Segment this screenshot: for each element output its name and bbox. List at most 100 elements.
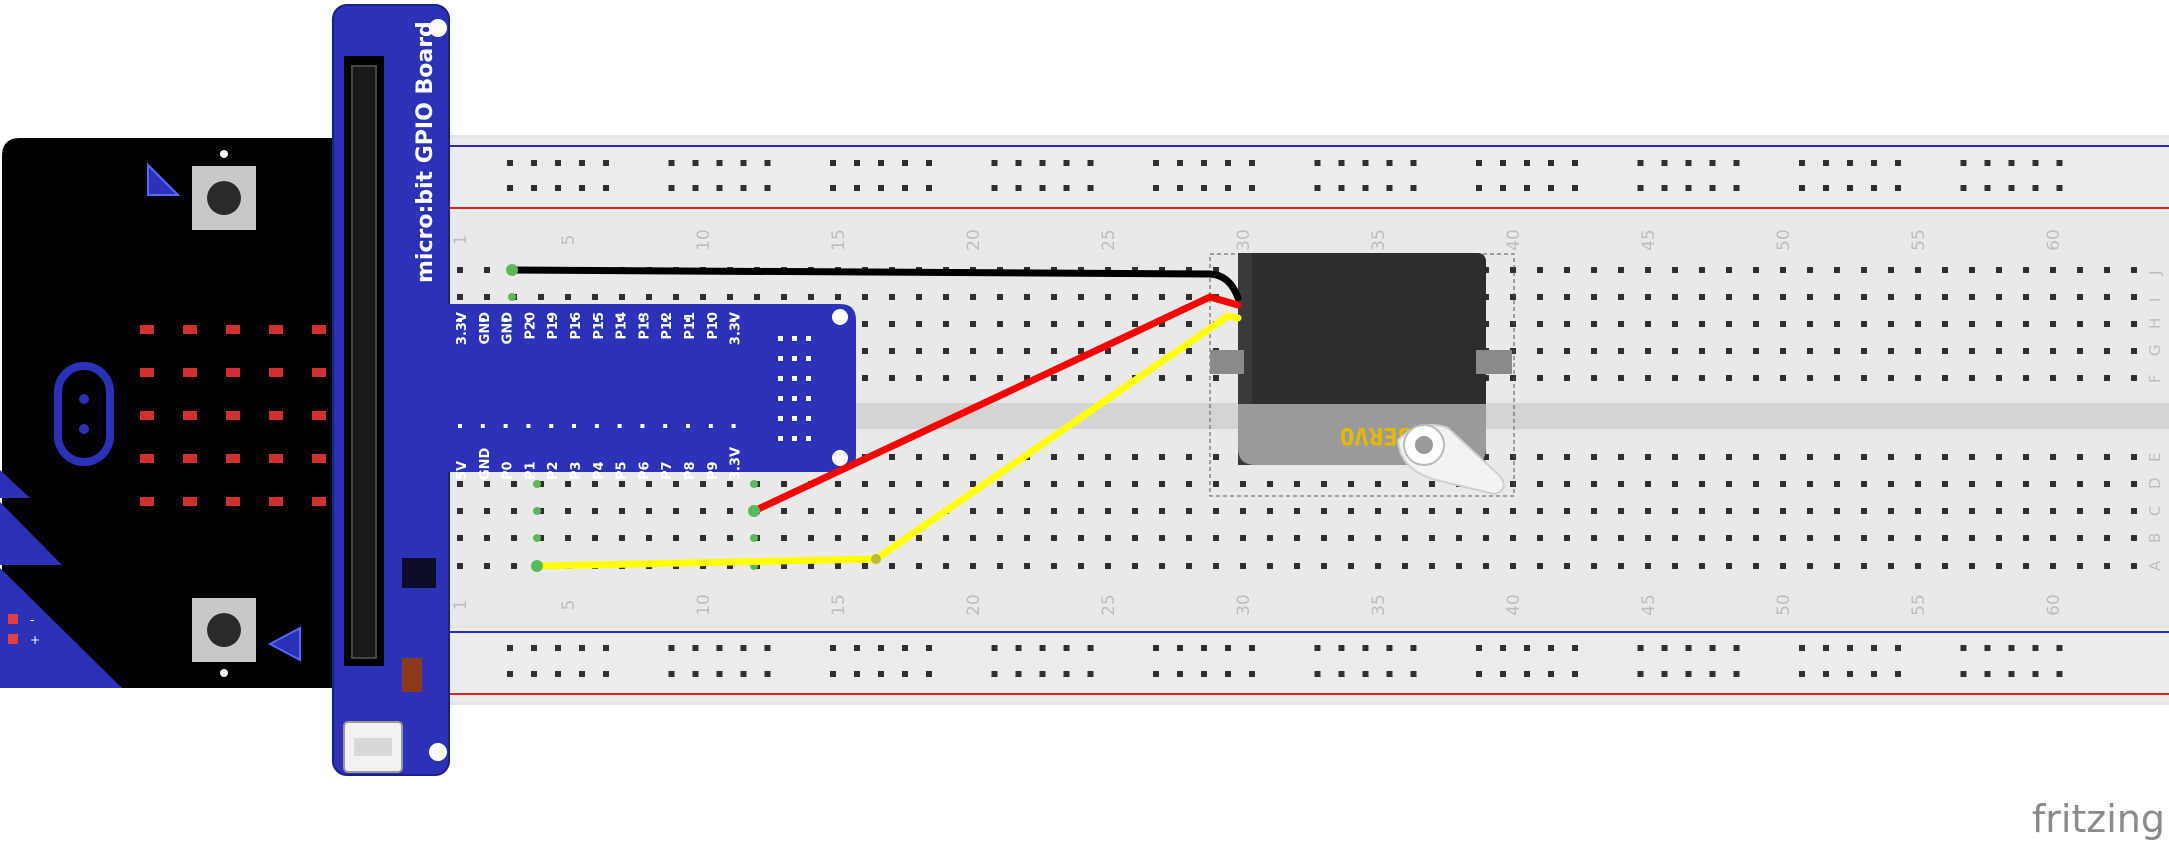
breadboard-hole [1834, 563, 1840, 569]
breadboard-hole [1132, 454, 1138, 460]
rail-hole [1984, 185, 1991, 191]
connected-hole [508, 293, 516, 301]
breadboard-hole [1159, 375, 1165, 381]
signal-wire[interactable] [533, 312, 1242, 570]
header-pin-label: P8 [683, 461, 698, 480]
rail-hole [2056, 671, 2063, 677]
breadboard-hole [1132, 508, 1138, 514]
breadboard-hole [646, 294, 652, 300]
breadboard-hole [1996, 348, 2002, 354]
power-wire[interactable] [750, 293, 1242, 515]
breadboard-hole [943, 454, 949, 460]
breadboard-hole [1348, 508, 1354, 514]
header-pin [640, 318, 645, 322]
breadboard-hole [1726, 267, 1732, 273]
breadboard-hole [484, 508, 490, 514]
rail-hole [603, 185, 609, 191]
breadboard-hole [1915, 375, 1921, 381]
header-pin [572, 318, 576, 322]
breadboard-hole [484, 563, 490, 569]
rail-hole [2008, 645, 2015, 651]
breadboard-hole [1861, 563, 1867, 569]
mount-hole-bottom [429, 743, 447, 761]
breadboard-hole [1672, 535, 1678, 541]
rail-hole [1799, 185, 1805, 191]
led [183, 497, 197, 506]
rail-hole [1314, 671, 1321, 677]
breadboard-hole [1915, 563, 1921, 569]
header-pin [731, 424, 736, 428]
header-pin-label: P4 [592, 461, 607, 480]
breadboard-hole [1726, 321, 1732, 327]
breadboard-hole [1726, 481, 1732, 487]
breadboard-hole [943, 294, 949, 300]
breadboard-hole [1186, 535, 1192, 541]
breadboard-hole [1294, 563, 1300, 569]
breadboard-hole [1159, 508, 1165, 514]
gnd-wire[interactable] [508, 266, 1242, 302]
bottom-rail-holes [507, 645, 2063, 677]
breadboard-hole [916, 563, 922, 569]
rail-hole [1823, 185, 1829, 191]
servo-horn[interactable] [1396, 424, 1505, 496]
header-pin [686, 318, 690, 322]
row-letter: A [2146, 560, 2164, 571]
breadboard-hole [1780, 563, 1786, 569]
breadboard-hole [1591, 535, 1597, 541]
breadboard-hole [1591, 508, 1597, 514]
breadboard-hole [889, 348, 895, 354]
rail-hole [1548, 160, 1554, 166]
rail-hole [1225, 160, 1231, 166]
breadboard-hole [2023, 535, 2029, 541]
edge-connector-mid [0, 502, 62, 565]
breadboard-hole [1024, 535, 1030, 541]
breadboard-hole [1969, 321, 1975, 327]
breadboard-hole [1159, 348, 1165, 354]
breadboard-hole [835, 481, 841, 487]
breadboard-hole [1564, 375, 1570, 381]
breadboard-hole [1267, 535, 1273, 541]
breadboard-hole [1321, 481, 1327, 487]
rail-hole [1572, 185, 1578, 191]
breadboard-hole [484, 535, 490, 541]
breadboard-hole [1024, 348, 1030, 354]
header-pin-label: P7 [660, 461, 675, 480]
breadboard-hole [1375, 535, 1381, 541]
rail-hole [1153, 671, 1159, 677]
power-wire-end [748, 505, 760, 517]
breadboard-hole [1969, 481, 1975, 487]
breadboard-hole [1618, 508, 1624, 514]
breadboard-hole [1564, 267, 1570, 273]
rail-hole [1572, 671, 1578, 677]
breadboard-hole [2131, 294, 2137, 300]
header-pin-label: P16 [569, 312, 584, 340]
breadboard-hole [1888, 375, 1894, 381]
led [183, 325, 197, 334]
led [140, 497, 154, 506]
breadboard-hole [1186, 321, 1192, 327]
breadboard-hole [1510, 508, 1516, 514]
breadboard-hole [1105, 563, 1111, 569]
rail-hole [1524, 185, 1530, 191]
breadboard-hole [727, 508, 733, 514]
breadboard-hole [1996, 563, 2002, 569]
breadboard-hole [1294, 535, 1300, 541]
button-a[interactable] [192, 150, 256, 230]
breadboard-hole [1267, 481, 1273, 487]
breadboard-hole [1834, 375, 1840, 381]
rail-hole [1685, 160, 1692, 166]
rail-hole [1063, 160, 1070, 166]
breadboard-hole [1078, 375, 1084, 381]
button-b[interactable] [192, 598, 256, 677]
side-pin [792, 436, 797, 441]
header-pin [549, 424, 554, 428]
rail-hole [1386, 185, 1393, 191]
rail-hole [1709, 671, 1716, 677]
header-pin-label: P9 [706, 461, 721, 480]
servo[interactable]: SERVO [1209, 253, 1515, 497]
rail-hole [668, 160, 675, 166]
column-number: 60 [2044, 229, 2064, 251]
breadboard-hole [1159, 454, 1165, 460]
led [269, 411, 283, 420]
